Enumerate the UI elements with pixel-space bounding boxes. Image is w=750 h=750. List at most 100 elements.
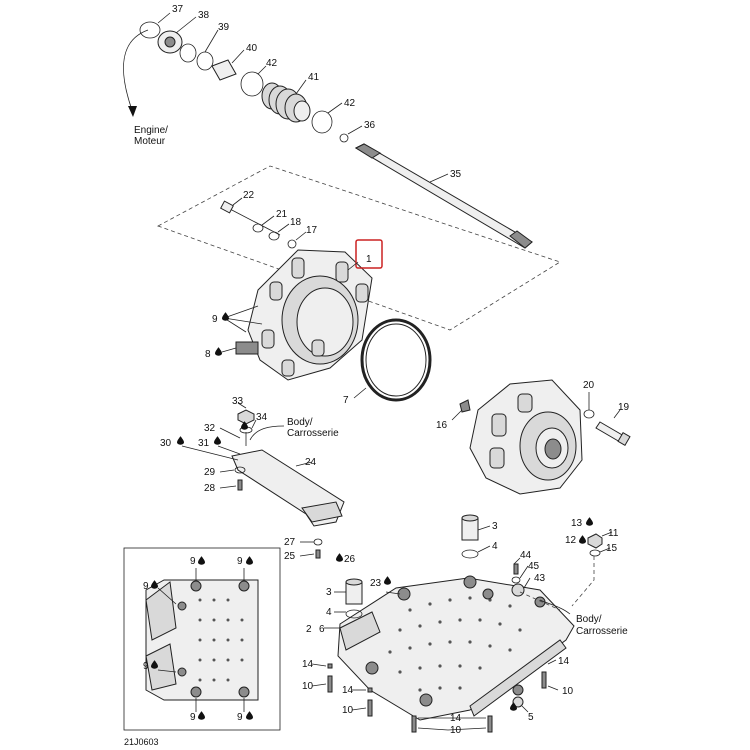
part-20-washer xyxy=(583,409,595,419)
part-36-washer xyxy=(339,133,349,143)
part-4-oring-left xyxy=(345,609,363,619)
label-2: 2 xyxy=(306,624,312,635)
label-10-d: 10 xyxy=(562,686,574,697)
label-34: 34 xyxy=(256,412,268,423)
part-45-washer xyxy=(511,576,521,584)
label-9-inset-ml: 9 xyxy=(143,581,149,592)
part-29-washer xyxy=(234,466,246,474)
engine-direction-arrow xyxy=(123,29,149,111)
part-10-bolt-c xyxy=(411,715,417,733)
label-42-lower: 42 xyxy=(344,98,356,109)
drop-icon xyxy=(246,711,253,720)
diagram-code: 21J0603 xyxy=(124,737,159,747)
ride-plate-assembly xyxy=(311,514,613,733)
drop-icon xyxy=(222,312,229,321)
label-9-inset-tl: 9 xyxy=(190,556,196,567)
label-28: 28 xyxy=(204,483,216,494)
drop-icon xyxy=(198,711,205,720)
label-3-upper: 3 xyxy=(492,521,498,532)
label-18: 18 xyxy=(290,217,302,228)
ride-plate xyxy=(337,577,575,721)
label-42-upper: 42 xyxy=(266,58,278,69)
label-10-b: 10 xyxy=(342,705,354,716)
part-14-washer-a xyxy=(327,663,333,669)
drop-icon xyxy=(384,576,391,585)
drop-icon xyxy=(198,556,205,565)
ride-plate-bosses xyxy=(365,575,546,707)
part-1-highlight xyxy=(355,239,383,269)
label-25: 25 xyxy=(284,551,296,562)
label-15: 15 xyxy=(606,543,618,554)
inset-frame xyxy=(123,547,281,731)
label-43: 43 xyxy=(534,573,546,584)
label-14-b: 14 xyxy=(342,685,354,696)
part-10-bolt-e xyxy=(541,671,547,689)
label-10-c: 10 xyxy=(450,725,462,736)
label-29: 29 xyxy=(204,467,216,478)
label-19: 19 xyxy=(618,402,630,413)
label-35: 35 xyxy=(450,169,462,180)
label-38: 38 xyxy=(198,10,210,21)
drop-icon xyxy=(215,347,222,356)
drop-icon xyxy=(214,436,221,445)
part-42-clamp-upper xyxy=(240,71,264,97)
part-11-nut xyxy=(587,533,603,549)
arrow-head-icon xyxy=(128,106,137,117)
label-31: 31 xyxy=(198,438,210,449)
part-16-clip xyxy=(459,399,471,413)
pump-housing-assembly xyxy=(220,197,383,381)
part-43-grommet xyxy=(511,583,525,597)
part-37-ring xyxy=(139,21,161,39)
part-8-bracket xyxy=(235,341,259,355)
label-14-c: 14 xyxy=(450,713,462,724)
part-7-seal-ring xyxy=(353,318,432,402)
part-25-bolt xyxy=(315,549,321,559)
label-17: 17 xyxy=(306,225,318,236)
engine-note-line2: Moteur xyxy=(134,136,166,147)
label-6-ref: 6 xyxy=(319,624,325,635)
part-6-plug xyxy=(512,696,524,708)
part-14-washer-b xyxy=(367,687,373,693)
part-28-bolt xyxy=(237,479,243,491)
label-26: 26 xyxy=(344,554,356,565)
label-1: 1 xyxy=(366,254,372,265)
drive-shaft-assembly xyxy=(123,12,533,249)
label-7: 7 xyxy=(343,395,349,406)
body-note-2-line2: Carrosserie xyxy=(576,626,628,637)
label-40: 40 xyxy=(246,43,258,54)
part-40-bushing xyxy=(211,59,237,81)
part-44-bolt xyxy=(513,563,519,575)
engine-note-line1: Engine/ xyxy=(134,125,168,136)
body-note-1-line2: Carrosserie xyxy=(287,428,339,439)
support-assembly xyxy=(181,402,345,559)
label-37: 37 xyxy=(172,4,184,15)
label-11: 11 xyxy=(608,528,619,539)
label-9-inset-bot-r: 9 xyxy=(237,712,243,723)
part-4-oring-upper xyxy=(461,549,479,559)
label-21: 21 xyxy=(276,209,288,220)
part-18-washer xyxy=(268,231,280,241)
body-note-2-line1: Body/ xyxy=(576,614,602,625)
drop-icon xyxy=(586,517,593,526)
label-5: 5 xyxy=(528,712,534,723)
part-35-drive-shaft xyxy=(354,143,533,249)
part-17-spacer xyxy=(287,239,297,249)
part-33-nut xyxy=(237,409,255,425)
part-15-washer xyxy=(589,549,601,557)
label-14-d: 14 xyxy=(558,656,570,667)
label-13: 13 xyxy=(571,518,583,529)
part-10-bolt-d xyxy=(487,715,493,733)
part-22-bolt xyxy=(220,200,234,214)
label-9-inset-tr: 9 xyxy=(237,556,243,567)
label-4-left: 4 xyxy=(326,607,332,618)
label-8: 8 xyxy=(205,349,211,360)
body-note-1-line1: Body/ xyxy=(287,417,313,428)
label-32: 32 xyxy=(204,423,216,434)
drop-icon xyxy=(177,436,184,445)
label-3-left: 3 xyxy=(326,587,332,598)
label-9-inset-bl: 9 xyxy=(143,661,149,672)
label-14-a: 14 xyxy=(302,659,314,670)
part-27-washer xyxy=(313,538,323,546)
label-41: 41 xyxy=(308,72,320,83)
